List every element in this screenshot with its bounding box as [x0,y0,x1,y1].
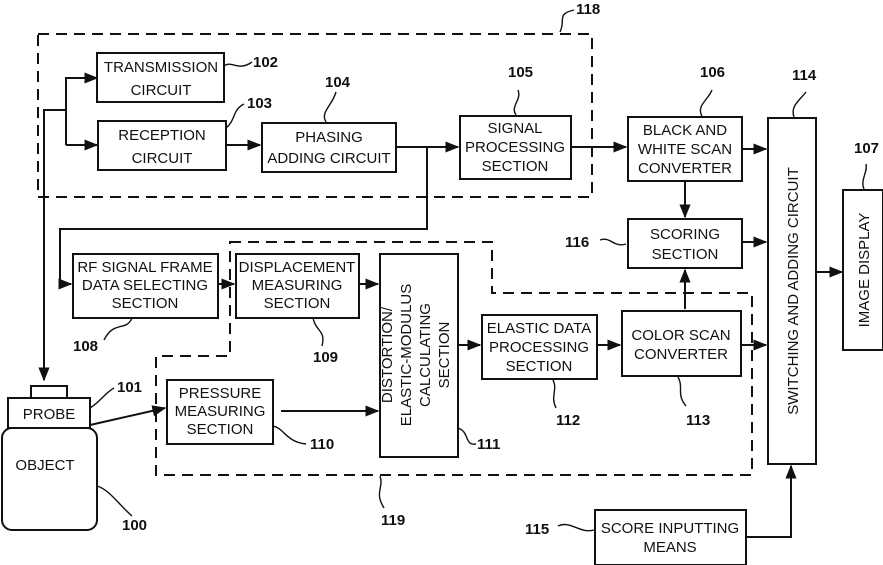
ref-114: 114 [792,67,817,84]
block-signal-processing-section: SIGNAL PROCESSING SECTION [460,116,571,179]
ref-109: 109 [313,349,338,366]
scoring-label-1: SCORING [650,226,720,243]
block-elastic-data-processing: ELASTIC DATA PROCESSING SECTION [482,315,597,379]
elastic-data-label-2: PROCESSING [489,339,589,356]
signal-processing-label-2: PROCESSING [465,139,565,156]
phasing-label-1: PHASING [295,129,363,146]
block-pressure-measuring: PRESSURE MEASURING SECTION [167,380,273,444]
ref-106: 106 [700,64,725,81]
distortion-label-3: CALCULATING [417,303,434,407]
bw-scan-label-1: BLACK AND [643,122,727,139]
ref-119: 119 [381,512,405,529]
ref-110: 110 [310,436,334,453]
image-display-label: IMAGE DISPLAY [856,213,873,328]
pressure-label-1: PRESSURE [179,385,262,402]
elastic-data-label-3: SECTION [506,358,573,375]
ref-107: 107 [854,140,879,157]
block-displacement-measuring: DISPLACEMENT MEASURING SECTION [236,254,359,318]
block-rf-frame-data-selecting: RF SIGNAL FRAME DATA SELECTING SECTION [73,254,218,318]
signal-processing-label-1: SIGNAL [487,120,542,137]
bw-scan-label-3: CONVERTER [638,160,732,177]
ref-102: 102 [253,54,278,71]
bw-scan-label-2: WHITE SCAN [638,141,732,158]
scoring-label-2: SECTION [652,246,719,263]
color-scan-label-1: COLOR SCAN [631,327,730,344]
rf-frame-label-2: DATA SELECTING [82,277,208,294]
ref-103: 103 [247,95,272,112]
block-reception-circuit: RECEPTION CIRCUIT [98,121,226,170]
signal-processing-label-3: SECTION [482,158,549,175]
block-object: OBJECT [2,428,97,530]
object-label: OBJECT [15,457,74,474]
rf-frame-label-3: SECTION [112,295,179,312]
block-scoring-section: SCORING SECTION [628,219,742,268]
pressure-label-2: MEASURING [175,403,266,420]
ref-112: 112 [556,412,580,429]
color-scan-label-2: CONVERTER [634,346,728,363]
reception-label-2: CIRCUIT [132,150,193,167]
arrow-to-transmission-side [66,78,97,145]
score-input-label-2: MEANS [643,539,696,556]
transmission-label-1: TRANSMISSION [104,59,218,76]
ref-118: 118 [576,1,600,18]
block-score-inputting-means: SCORE INPUTTING MEANS [595,510,746,565]
block-switching-adding-circuit: SWITCHING AND ADDING CIRCUIT [768,118,816,464]
ref-105: 105 [508,64,533,81]
block-color-scan-converter: COLOR SCAN CONVERTER [622,311,741,376]
ref-101: 101 [117,379,142,396]
ref-115: 115 [525,521,549,538]
switching-label: SWITCHING AND ADDING CIRCUIT [785,167,802,415]
distortion-label-2: ELASTIC-MODULUS [398,284,415,427]
displacement-label-2: MEASURING [252,277,343,294]
ref-100: 100 [122,517,147,534]
probe-label: PROBE [23,406,76,423]
block-bw-scan-converter: BLACK AND WHITE SCAN CONVERTER [628,117,742,181]
ref-113: 113 [686,412,710,429]
ref-111: 111 [477,436,500,453]
block-transmission-circuit: TRANSMISSION CIRCUIT [97,53,224,102]
displacement-label-1: DISPLACEMENT [239,259,356,276]
displacement-label-3: SECTION [264,295,331,312]
block-image-display: IMAGE DISPLAY [843,190,883,350]
distortion-label-4: SECTION [436,322,453,389]
reception-label-1: RECEPTION [118,127,206,144]
rf-frame-label-1: RF SIGNAL FRAME [77,259,212,276]
transmission-label-2: CIRCUIT [131,82,192,99]
phasing-label-2: ADDING CIRCUIT [267,150,390,167]
ref-116: 116 [565,234,589,251]
block-distortion-elastic-modulus: DISTORTION/ ELASTIC-MODULUS CALCULATING … [379,254,458,457]
ref-108: 108 [73,338,98,355]
block-probe: PROBE [8,386,90,428]
elastic-data-label-1: ELASTIC DATA [487,320,591,337]
pressure-label-3: SECTION [187,421,254,438]
ref-104: 104 [325,74,351,91]
score-input-label-1: SCORE INPUTTING [601,520,739,537]
distortion-label-1: DISTORTION/ [379,306,396,403]
block-phasing-adding-circuit: PHASING ADDING CIRCUIT [262,123,396,172]
